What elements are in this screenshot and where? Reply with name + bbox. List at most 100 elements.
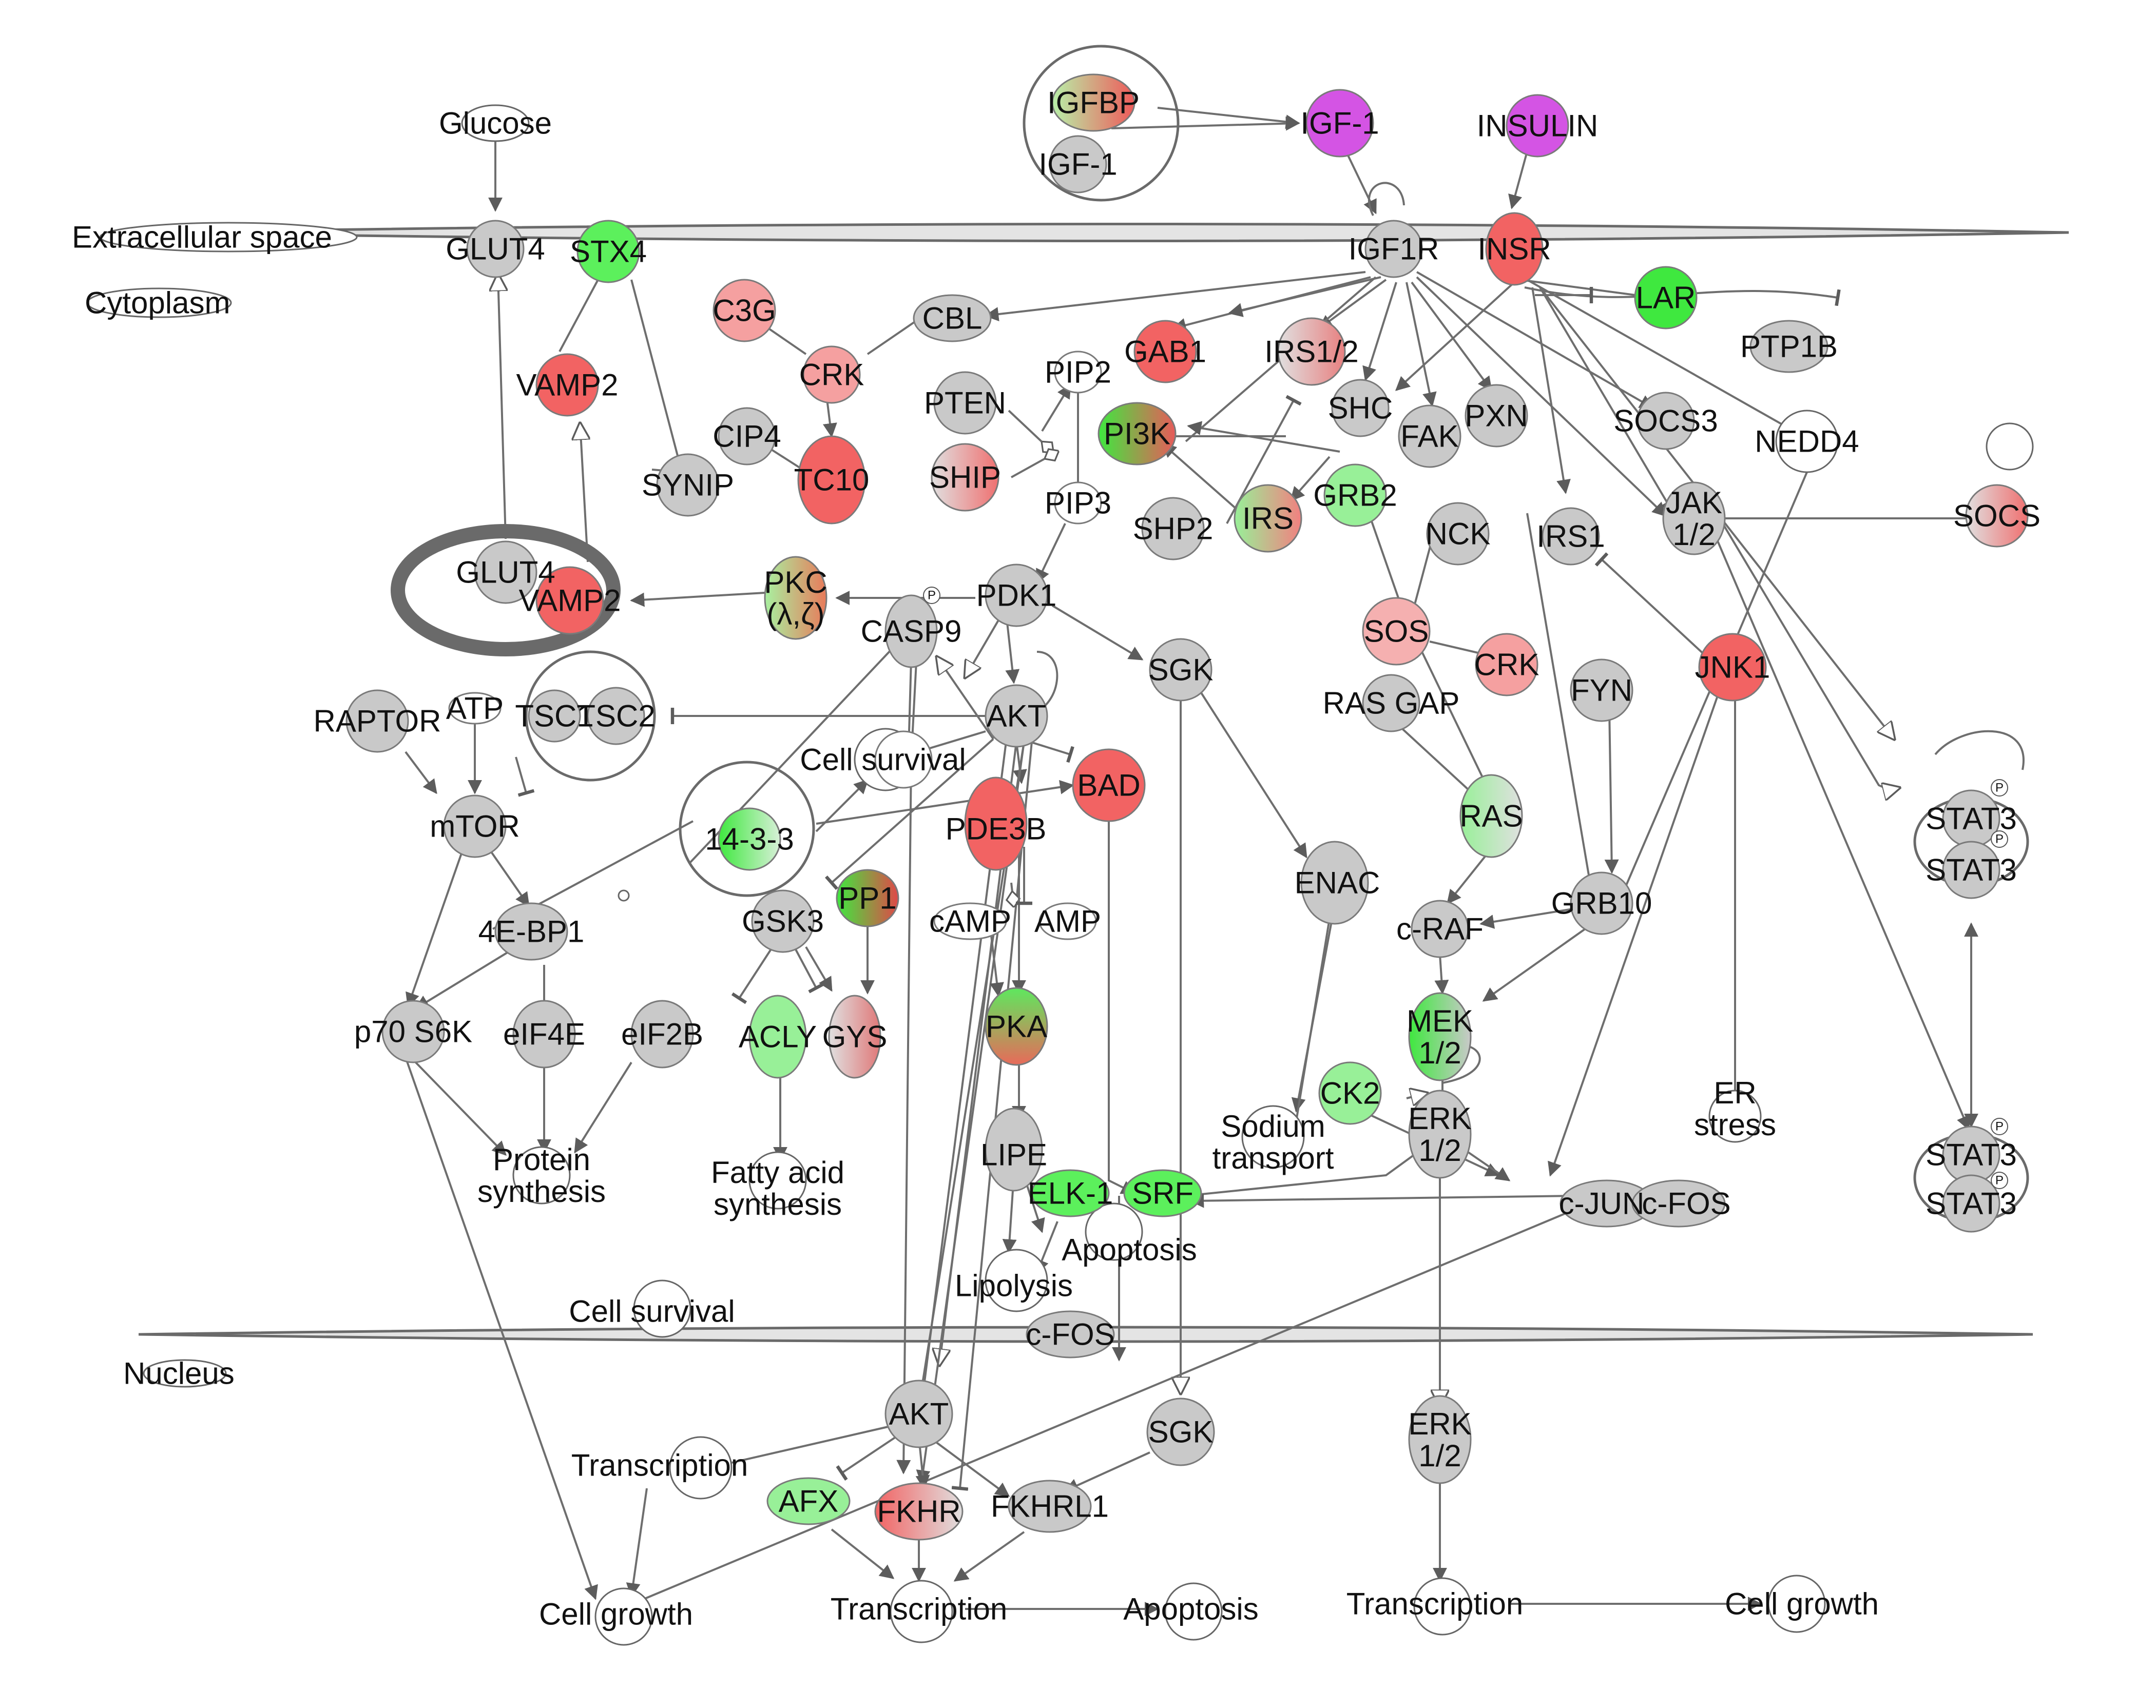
cip4-label: CIP4 [713, 419, 781, 454]
glut4-vesicle-label: GLUT4 [456, 555, 555, 590]
bad-label: BAD [1077, 768, 1140, 803]
cbl-label: CBL [922, 301, 983, 336]
p1433-complex-outline [679, 761, 815, 897]
igf1-complex-label: IGF-1 [1038, 147, 1117, 182]
stat3-b-label: STAT3 [1926, 853, 2017, 887]
ptp1b-label: PTP1B [1740, 329, 1838, 364]
edges [405, 107, 2025, 1616]
socs-label: SOCS [1953, 499, 2040, 533]
transcription-2-label: Transcription [831, 1592, 1008, 1626]
cell-survival-2-label: Cell survival [569, 1294, 735, 1329]
irs12-label: IRS1/2 [1264, 335, 1358, 369]
extracellular-label: Extracellular space [72, 220, 332, 255]
socs3-label: SOCS3 [1613, 404, 1718, 438]
akt-label: AKT [987, 699, 1047, 733]
cell-growth-1-label: Cell growth [539, 1597, 693, 1632]
4ebp1-label: 4E-BP1 [478, 915, 585, 949]
irs-label: IRS [1242, 501, 1294, 536]
stat3-d-label: STAT3 [1926, 1187, 2017, 1221]
vamp2-label: VAMP2 [516, 368, 619, 402]
igf1-label: IGF-1 [1300, 106, 1379, 141]
eif4e-label: eIF4E [503, 1017, 585, 1052]
pde3b-label: PDE3B [946, 812, 1047, 846]
elk1-label: ELK-1 [1028, 1176, 1113, 1211]
svg-text:P: P [1995, 1174, 2004, 1188]
pi3k-label: PI3K [1104, 417, 1170, 451]
gab1-label: GAB1 [1124, 335, 1206, 369]
pp1-label: PP1 [838, 881, 896, 916]
craf-label: c-RAF [1396, 912, 1484, 946]
plasma-membrane [153, 223, 2069, 242]
fkhrl1-label: FKHRL1 [991, 1489, 1109, 1524]
cjun-label: c-JUN [1559, 1187, 1645, 1221]
srf-label: SRF [1132, 1176, 1194, 1211]
pkc-label: PKC(λ,ζ) [764, 565, 827, 631]
fyn-label: FYN [1571, 673, 1632, 708]
pten-label: PTEN [924, 386, 1006, 420]
p70-label: p70 S6K [354, 1015, 472, 1049]
grb2-label: GRB2 [1313, 478, 1397, 513]
gsk3-label: GSK3 [742, 904, 824, 939]
extracellular-label-outline [99, 222, 358, 253]
cytoplasm-label-outline [86, 287, 232, 318]
sgk-label: SGK [1148, 653, 1214, 687]
apoptosis-2-label: Apoptosis [1123, 1592, 1259, 1626]
mtor-label: mTOR [430, 809, 520, 844]
jnk1-label: JNK1 [1695, 650, 1770, 685]
glut4-vesicle [391, 524, 621, 656]
nucleus-label: Nucleus [123, 1356, 235, 1391]
acly-label: ACLY [739, 1020, 817, 1054]
akt-nuc-label: AKT [889, 1397, 949, 1431]
stat3-a-label: STAT3 [1926, 802, 2017, 836]
insulin-label: INSULIN [1477, 109, 1599, 143]
svg-text:P: P [1995, 781, 2004, 795]
sos-label: SOS [1364, 614, 1429, 649]
igf-complex-outline [1023, 45, 1180, 202]
ship-label: SHIP [929, 460, 1001, 495]
tsc1-label: TSC1 [515, 699, 593, 733]
insr-label: INSR [1477, 232, 1551, 266]
pip2-label: PIP2 [1045, 355, 1111, 390]
atp-label: ATP [446, 691, 504, 726]
svg-text:P: P [928, 589, 936, 603]
tsc2-label: TSC2 [576, 699, 655, 733]
synip-label: SYNIP [642, 468, 734, 502]
transcription-3-label: Transcription [1346, 1587, 1524, 1621]
pip3-label: PIP3 [1045, 486, 1111, 520]
nucleus-label-outline [143, 1359, 227, 1388]
grb10-label: GRB10 [1551, 886, 1652, 921]
pdk1-label: PDK1 [976, 578, 1057, 613]
irs1-label: IRS1 [1536, 519, 1605, 554]
crk-mid-label: CRK [1474, 648, 1539, 682]
camp-label: cAMP [929, 904, 1011, 939]
casp9-label: CASP9 [861, 614, 962, 649]
gys-label: GYS [822, 1020, 888, 1054]
eif2b-label: eIF2B [621, 1017, 703, 1052]
amp-label: AMP [1034, 904, 1101, 939]
tc10-label: TC10 [794, 463, 870, 497]
glucose-label: Glucose [439, 106, 552, 141]
svg-text:P: P [1995, 832, 2004, 846]
igfbp-label: IGFBP [1047, 86, 1140, 120]
vamp2-vesicle-label: VAMP2 [519, 584, 621, 618]
labels: Glucose GLUT4 STX4 IGFBP IGF-1 IGF-1 INS… [314, 86, 2040, 1632]
tsc-complex-outline [525, 650, 656, 782]
fkhr-label: FKHR [877, 1494, 960, 1529]
sgk-nuc-label: SGK [1148, 1415, 1214, 1449]
afx-label: AFX [779, 1484, 839, 1519]
p1433-label: 14-3-3 [705, 822, 794, 857]
shc-label: SHC [1328, 391, 1393, 425]
molecule-nodes [345, 73, 2029, 1541]
c3g-label: C3G [713, 294, 776, 328]
ras-label: RAS [1459, 799, 1523, 833]
pxn-label: PXN [1465, 399, 1528, 433]
cell-survival-1-label: Cell survival [800, 743, 966, 777]
